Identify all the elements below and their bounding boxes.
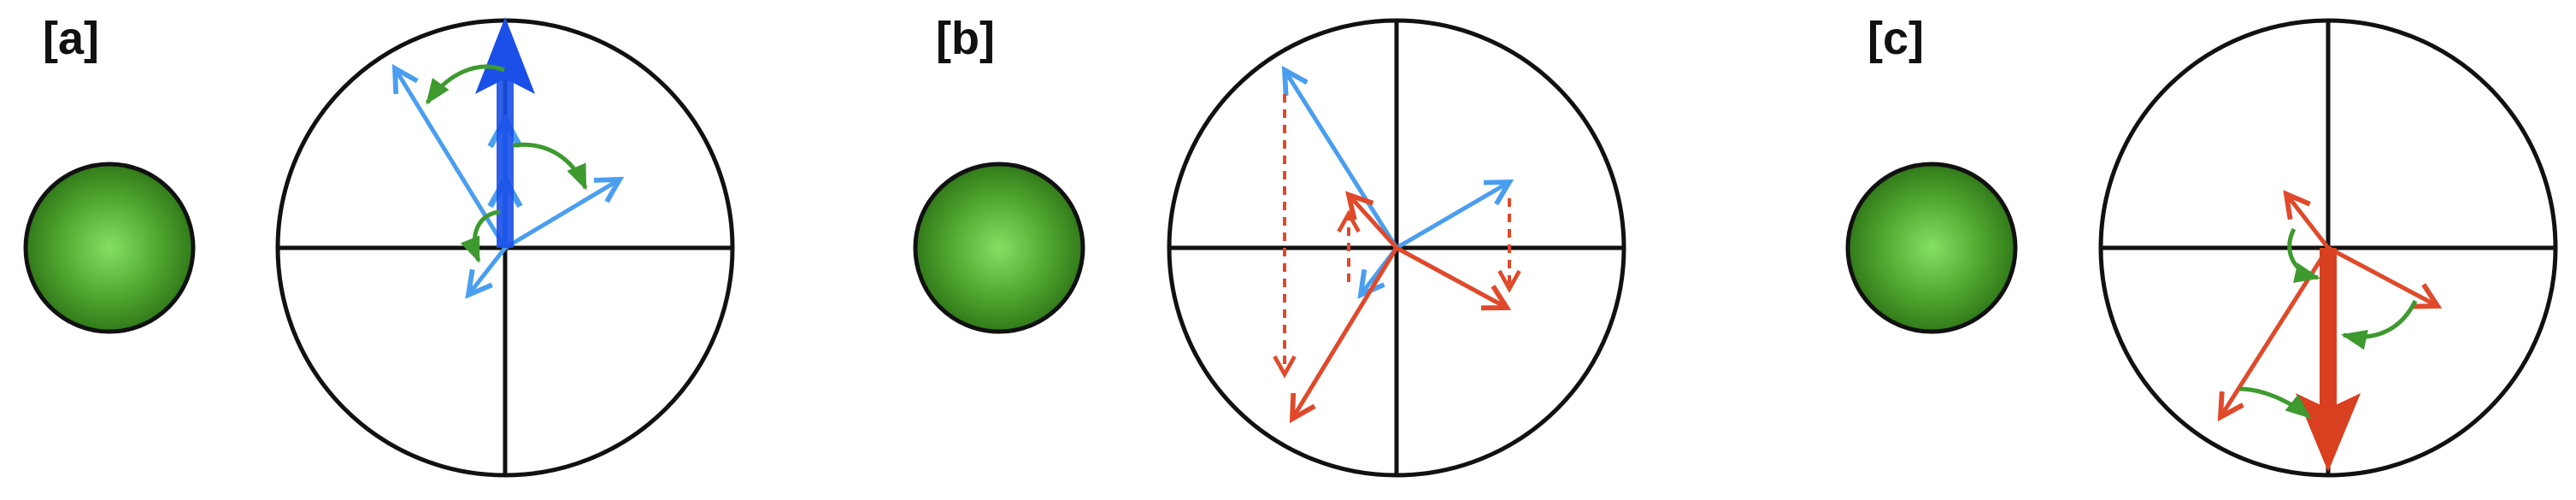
blue-vector [1285, 70, 1399, 250]
net-red-vector [2296, 248, 2361, 472]
panel-b [913, 18, 1626, 478]
red-vector [1349, 195, 1398, 250]
green-sphere-icon [23, 162, 196, 334]
blue-vector [503, 179, 620, 250]
green-sphere-icon [1845, 162, 2018, 334]
blue-vector [395, 68, 508, 250]
panel-a [23, 17, 735, 478]
red-vector [2220, 246, 2331, 417]
red-vector [1292, 246, 1399, 419]
rotation-arrow-icon [2287, 227, 2320, 283]
rotation-arrow-icon [425, 64, 505, 105]
red-vector [2286, 194, 2330, 250]
rotation-arrow-icon [2238, 386, 2312, 419]
rotation-arrow-icon [512, 142, 588, 191]
panel-label-a: [a] [43, 13, 99, 64]
red-vector [1395, 245, 1507, 308]
rotation-arrow-icon [2341, 299, 2418, 350]
panel-label-b: [b] [936, 13, 995, 64]
panel-c [1845, 18, 2558, 478]
red-vector [2326, 245, 2438, 306]
net-blue-vector [475, 17, 535, 248]
green-sphere-icon [913, 162, 1085, 334]
rotation-arrow-icon [460, 209, 501, 263]
blue-vector [1395, 182, 1509, 250]
panel-label-c: [c] [1867, 13, 1924, 64]
blue-vector [468, 246, 507, 295]
